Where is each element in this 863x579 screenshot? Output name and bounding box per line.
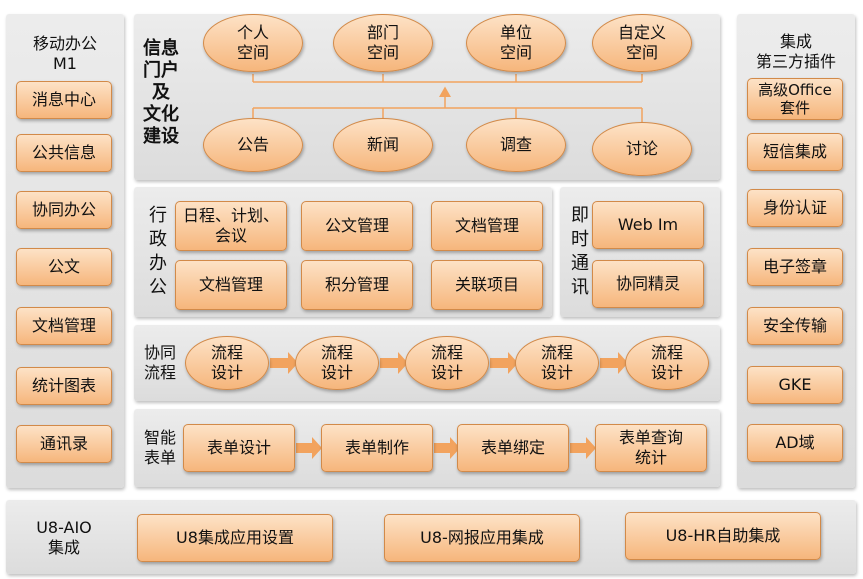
right-title: 集成 第三方插件 (755, 32, 836, 71)
left-item-public-info[interactable]: 公共信息 (16, 134, 112, 172)
flow-design-4[interactable]: 流程 设计 (515, 336, 599, 390)
form-arrow (434, 437, 460, 459)
form-arrow (296, 437, 322, 459)
portal-discussion[interactable]: 讨论 (592, 122, 692, 176)
flow-design-3[interactable]: 流程 设计 (405, 336, 489, 390)
admin-schedule[interactable]: 日程、计划、 会议 (175, 201, 287, 251)
form-arrow (570, 437, 596, 459)
right-gke[interactable]: GKE (747, 366, 843, 404)
right-sms-integration[interactable]: 短信集成 (747, 133, 843, 171)
form-query-statistics[interactable]: 表单查询 统计 (595, 424, 707, 472)
form-binding[interactable]: 表单绑定 (457, 424, 569, 472)
left-item-statistics[interactable]: 统计图表 (16, 367, 112, 405)
right-secure-transfer[interactable]: 安全传输 (747, 307, 843, 345)
bottom-u8-hr-integration[interactable]: U8-HR自助集成 (625, 512, 821, 560)
form-title: 智能 表单 (143, 428, 176, 467)
left-title: 移动办公 M1 (32, 34, 97, 73)
bottom-title: U8-AIO 集成 (36, 518, 92, 557)
im-title: 即 时 通 讯 (571, 205, 589, 298)
flow-arrow (600, 352, 628, 374)
right-ad-domain[interactable]: AD域 (747, 424, 843, 462)
admin-title: 行 政 办 公 (149, 205, 167, 298)
portal-survey[interactable]: 调查 (466, 118, 566, 172)
flow-title: 协同 流程 (143, 343, 176, 382)
left-item-file-management[interactable]: 文档管理 (16, 307, 112, 345)
admin-file-management-1[interactable]: 文档管理 (431, 201, 543, 251)
flow-arrow (270, 352, 298, 374)
portal-dept-space[interactable]: 部门 空间 (333, 14, 433, 72)
portal-title: 信息 门户 及 文化 建设 (143, 38, 179, 147)
admin-points-management[interactable]: 积分管理 (301, 260, 413, 310)
form-arrows (296, 437, 596, 459)
portal-custom-space[interactable]: 自定义 空间 (592, 14, 692, 72)
flow-design-1[interactable]: 流程 设计 (185, 336, 269, 390)
left-item-contacts[interactable]: 通讯录 (16, 425, 112, 463)
flow-arrow (380, 352, 408, 374)
portal-tree (252, 74, 643, 122)
bottom-u8-netreport-integration[interactable]: U8-网报应用集成 (384, 514, 580, 562)
admin-file-management-2[interactable]: 文档管理 (175, 260, 287, 310)
admin-related-project[interactable]: 关联项目 (431, 260, 543, 310)
flow-design-2[interactable]: 流程 设计 (295, 336, 379, 390)
form-production[interactable]: 表单制作 (321, 424, 433, 472)
right-office-suite[interactable]: 高级Office 套件 (747, 78, 843, 120)
portal-announcement[interactable]: 公告 (203, 118, 303, 172)
flow-design-5[interactable]: 流程 设计 (625, 336, 709, 390)
right-e-signature[interactable]: 电子签章 (747, 248, 843, 286)
admin-doc-management[interactable]: 公文管理 (301, 201, 413, 251)
flow-arrow (490, 352, 518, 374)
right-identity-auth[interactable]: 身份认证 (747, 189, 843, 227)
im-collab-sprite[interactable]: 协同精灵 (592, 260, 704, 308)
portal-unit-space[interactable]: 单位 空间 (466, 14, 566, 72)
flow-arrows (270, 352, 628, 374)
left-item-document[interactable]: 公文 (16, 248, 112, 286)
bottom-u8-integration-settings[interactable]: U8集成应用设置 (137, 514, 333, 562)
portal-news[interactable]: 新闻 (333, 118, 433, 172)
left-item-collab-office[interactable]: 协同办公 (16, 191, 112, 229)
left-item-message-center[interactable]: 消息中心 (16, 81, 112, 119)
portal-personal-space[interactable]: 个人 空间 (203, 14, 303, 72)
im-web-im[interactable]: Web Im (592, 201, 704, 249)
form-design[interactable]: 表单设计 (183, 424, 295, 472)
